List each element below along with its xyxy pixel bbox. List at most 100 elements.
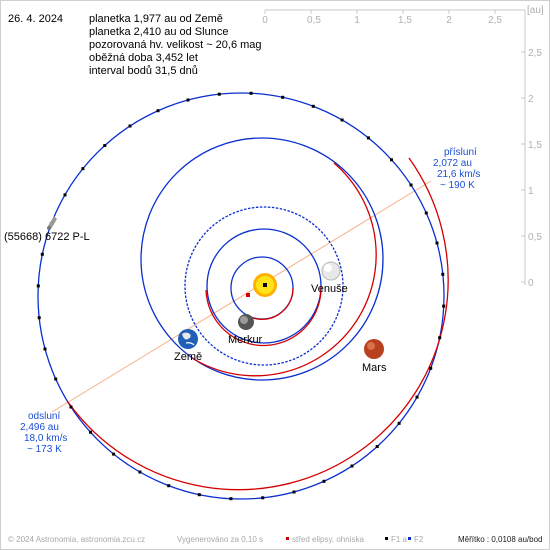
orbit-point-marker bbox=[366, 136, 370, 140]
orbit-point-marker bbox=[138, 470, 142, 474]
info-line: pozorovaná hv. velikost ~ 20,6 mag bbox=[89, 39, 262, 51]
earth-planet bbox=[178, 329, 198, 349]
orbit-point-marker bbox=[69, 405, 73, 409]
orbit-point-marker bbox=[112, 452, 116, 456]
info-line: planetka 1,977 au od Země bbox=[89, 13, 223, 25]
venus-label: Venuše bbox=[311, 283, 348, 295]
orbit-point-marker bbox=[37, 316, 41, 320]
scale-y-tick: 0 bbox=[528, 278, 534, 289]
perihelion-annotation: přísluní 2,072 au 21,6 km/s ~ 190 K bbox=[433, 147, 480, 191]
scale-y-tick: 0,5 bbox=[528, 232, 542, 243]
scale-y-tick: 2 bbox=[528, 94, 534, 105]
aphelion-speed: 18,0 km/s bbox=[24, 433, 67, 444]
scale-x-tick: 2 bbox=[446, 15, 452, 26]
asteroid-orbit-points bbox=[36, 91, 446, 501]
mercury-planet bbox=[238, 314, 254, 330]
aphelion-distance: 2,496 au bbox=[20, 422, 59, 433]
date-label: 26. 4. 2024 bbox=[8, 13, 63, 25]
mars-orbit-red bbox=[191, 162, 377, 377]
venus-planet bbox=[321, 261, 341, 281]
scale-x-tick: 1 bbox=[354, 15, 360, 26]
f2-legend-marker bbox=[408, 537, 411, 540]
orbit-point-marker bbox=[311, 104, 315, 108]
asteroid-marker bbox=[47, 216, 57, 230]
ellipse-center-marker bbox=[246, 293, 250, 297]
scale-y-labels: 2,5 2 1,5 1 0,5 0 bbox=[528, 48, 542, 289]
orbit-point-marker bbox=[350, 464, 354, 468]
scale-x-tick: 0,5 bbox=[307, 15, 321, 26]
aphelion-temperature: ~ 173 K bbox=[27, 444, 62, 455]
scale-y-tick: 2,5 bbox=[528, 48, 542, 59]
scale-x-labels: 0 0,5 1 1,5 2 2,5 [au] bbox=[262, 5, 544, 26]
orbit-point-marker bbox=[409, 183, 413, 187]
orbit-point-marker bbox=[217, 92, 221, 96]
asteroid-orbit-red bbox=[67, 157, 449, 491]
scale-unit: [au] bbox=[527, 5, 544, 16]
orbit-point-marker bbox=[415, 395, 419, 399]
scale-y-tick: 1 bbox=[528, 186, 534, 197]
footer: © 2024 Astronomia, astronomia.zcu.cz Vyg… bbox=[8, 535, 543, 544]
aphelion-annotation: odsluní 2,496 au 18,0 km/s ~ 173 K bbox=[20, 411, 67, 455]
orbit-point-marker bbox=[167, 484, 171, 488]
orbit-point-marker bbox=[438, 336, 442, 340]
perihelion-speed: 21,6 km/s bbox=[437, 169, 480, 180]
aphelion-title: odsluní bbox=[28, 411, 60, 422]
orbit-point-marker bbox=[442, 304, 446, 308]
orbit-point-marker bbox=[435, 241, 439, 245]
perihelion-distance: 2,072 au bbox=[433, 158, 472, 169]
orbit-point-marker bbox=[54, 377, 58, 381]
footer-copyright: © 2024 Astronomia, astronomia.zcu.cz bbox=[8, 535, 145, 544]
orbit-point-marker bbox=[261, 496, 265, 500]
orbit-point-marker bbox=[322, 479, 326, 483]
mars-orbit-blue bbox=[140, 137, 384, 381]
orbit-point-marker bbox=[186, 98, 190, 102]
footer-f1: F1 a bbox=[391, 535, 408, 544]
orbit-point-marker bbox=[292, 490, 296, 494]
mercury-orbit-red bbox=[247, 287, 294, 320]
footer-center: střed elipsy, ohniska bbox=[292, 535, 364, 544]
orbit-point-marker bbox=[281, 95, 285, 99]
venus-orbit-red bbox=[205, 285, 322, 347]
scale-axes bbox=[264, 9, 526, 285]
f1-legend-marker bbox=[385, 537, 388, 540]
info-line: oběžná doba 3,452 let bbox=[89, 52, 198, 64]
orbit-point-marker bbox=[424, 211, 428, 215]
footer-f2: F2 bbox=[414, 535, 424, 544]
orbit-point-marker bbox=[43, 347, 47, 351]
scale-y-tick: 1,5 bbox=[528, 140, 542, 151]
orbit-point-marker bbox=[89, 430, 92, 434]
orbit-point-marker bbox=[249, 91, 253, 95]
orbit-point-marker bbox=[429, 366, 433, 370]
orbit-point-marker bbox=[36, 284, 40, 288]
mars-label: Mars bbox=[362, 362, 387, 374]
center-legend-marker bbox=[286, 537, 289, 540]
orbit-point-marker bbox=[63, 193, 67, 197]
scale-x-tick: 0 bbox=[262, 15, 268, 26]
orbit-point-marker bbox=[40, 252, 44, 256]
scale-x-tick: 2,5 bbox=[488, 15, 502, 26]
asteroid-label: (55668) 6722 P-L bbox=[4, 231, 90, 243]
mars-planet bbox=[364, 339, 384, 359]
info-line: interval bodů 31,5 dnů bbox=[89, 65, 198, 77]
mercury-label: Merkur bbox=[228, 334, 263, 346]
orbit-point-marker bbox=[229, 497, 233, 501]
perihelion-title: přísluní bbox=[444, 147, 477, 158]
scale-x-tick: 1,5 bbox=[398, 15, 412, 26]
earth-label: Země bbox=[174, 351, 202, 363]
orbit-point-marker bbox=[441, 272, 445, 276]
asteroid-orbit-blue bbox=[37, 92, 445, 500]
orbit-point-marker bbox=[128, 124, 132, 128]
info-block: planetka 1,977 au od Země planetka 2,410… bbox=[89, 13, 262, 77]
sun bbox=[253, 273, 277, 297]
orbit-point-marker bbox=[397, 421, 401, 425]
orbit-point-marker bbox=[103, 144, 107, 147]
orbit-point-marker bbox=[81, 167, 85, 171]
info-line: planetka 2,410 au od Slunce bbox=[89, 26, 228, 38]
perihelion-temperature: ~ 190 K bbox=[440, 180, 475, 191]
orbit-point-marker bbox=[156, 109, 160, 113]
apsis-line bbox=[51, 180, 432, 413]
orbit-point-marker bbox=[340, 118, 344, 122]
